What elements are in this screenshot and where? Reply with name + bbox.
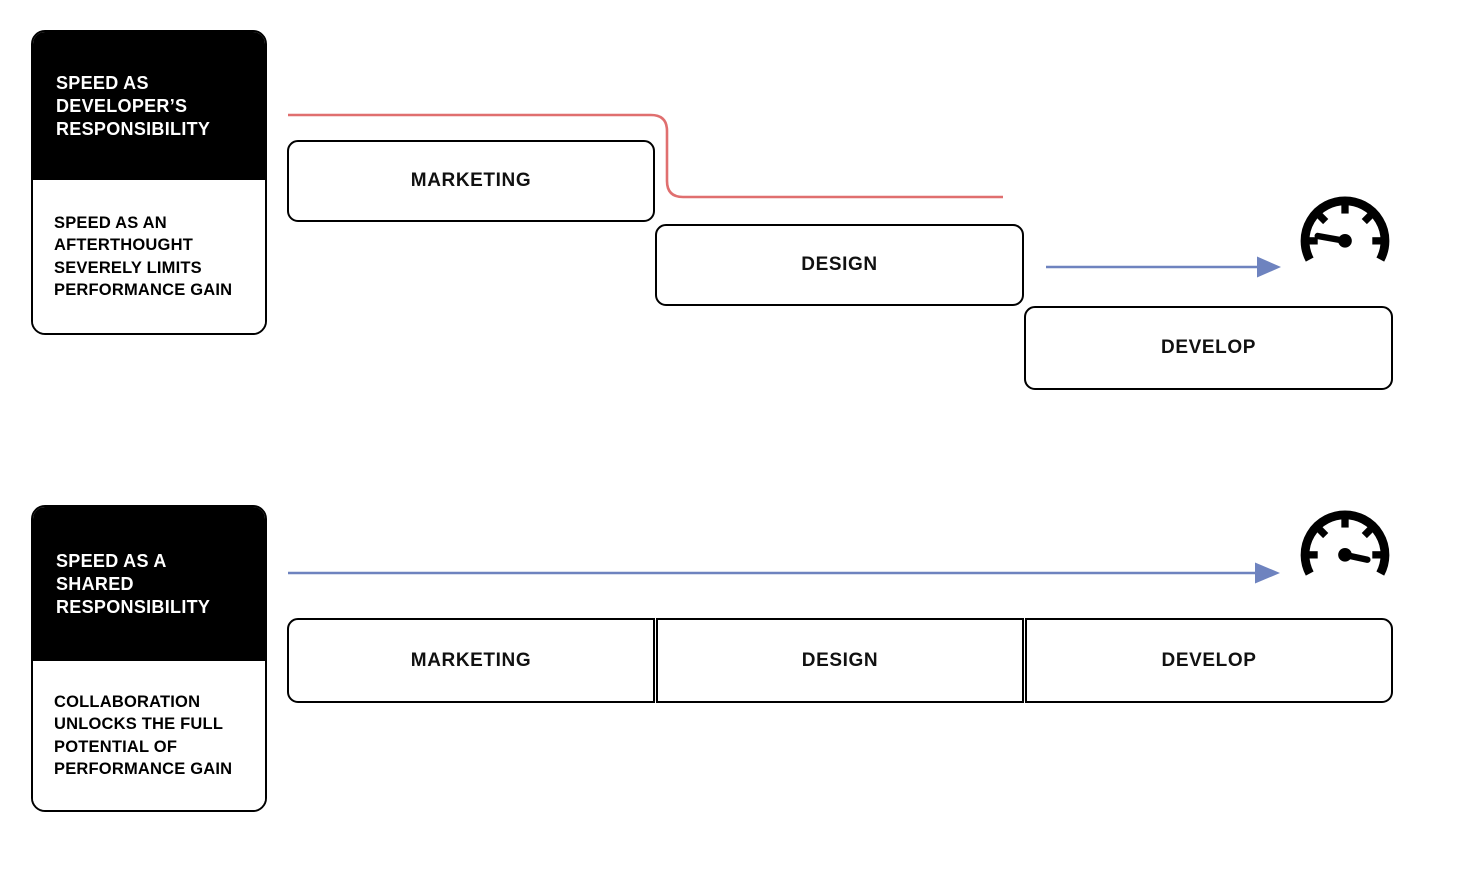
stage-box-develop: DEVELOP	[1024, 306, 1393, 390]
waterfall-info-card: SPEED AS DEVELOPER’S RESPONSIBILITY SPEE…	[31, 30, 267, 335]
timeline-cell-marketing: MARKETING	[287, 618, 655, 703]
speed-arrow-shared	[288, 562, 1280, 584]
stage-box-marketing: MARKETING	[287, 140, 655, 222]
shared-info-card: SPEED AS A SHARED RESPONSIBILITY COLLABO…	[31, 505, 267, 812]
card-title: SPEED AS A SHARED RESPONSIBILITY	[56, 550, 211, 617]
card-header: SPEED AS DEVELOPER’S RESPONSIBILITY	[33, 32, 265, 180]
card-subtitle: COLLABORATION UNLOCKS THE FULL POTENTIAL…	[54, 692, 233, 779]
stage-box-design: DESIGN	[655, 224, 1024, 306]
card-body: SPEED AS AN AFTERTHOUGHT SEVERELY LIMITS…	[33, 180, 265, 333]
speedometer-low-icon	[1300, 196, 1390, 262]
speed-arrow-waterfall	[1046, 256, 1281, 278]
timeline-cell-design: DESIGN	[656, 618, 1024, 703]
card-body: COLLABORATION UNLOCKS THE FULL POTENTIAL…	[33, 661, 265, 810]
card-title: SPEED AS DEVELOPER’S RESPONSIBILITY	[56, 72, 211, 139]
stage-label: DESIGN	[801, 254, 878, 275]
speedometer-high-icon	[1300, 510, 1390, 576]
shared-timeline-box: MARKETING DESIGN DEVELOP	[287, 618, 1393, 703]
stage-label: MARKETING	[410, 170, 532, 191]
timeline-cell-develop: DEVELOP	[1025, 618, 1393, 703]
stage-label: MARKETING	[410, 649, 532, 671]
card-header: SPEED AS A SHARED RESPONSIBILITY	[33, 507, 265, 661]
stage-label: DEVELOP	[1161, 337, 1256, 358]
stage-label: DESIGN	[801, 649, 879, 671]
stage-label: DEVELOP	[1161, 649, 1257, 671]
card-subtitle: SPEED AS AN AFTERTHOUGHT SEVERELY LIMITS…	[54, 213, 233, 300]
